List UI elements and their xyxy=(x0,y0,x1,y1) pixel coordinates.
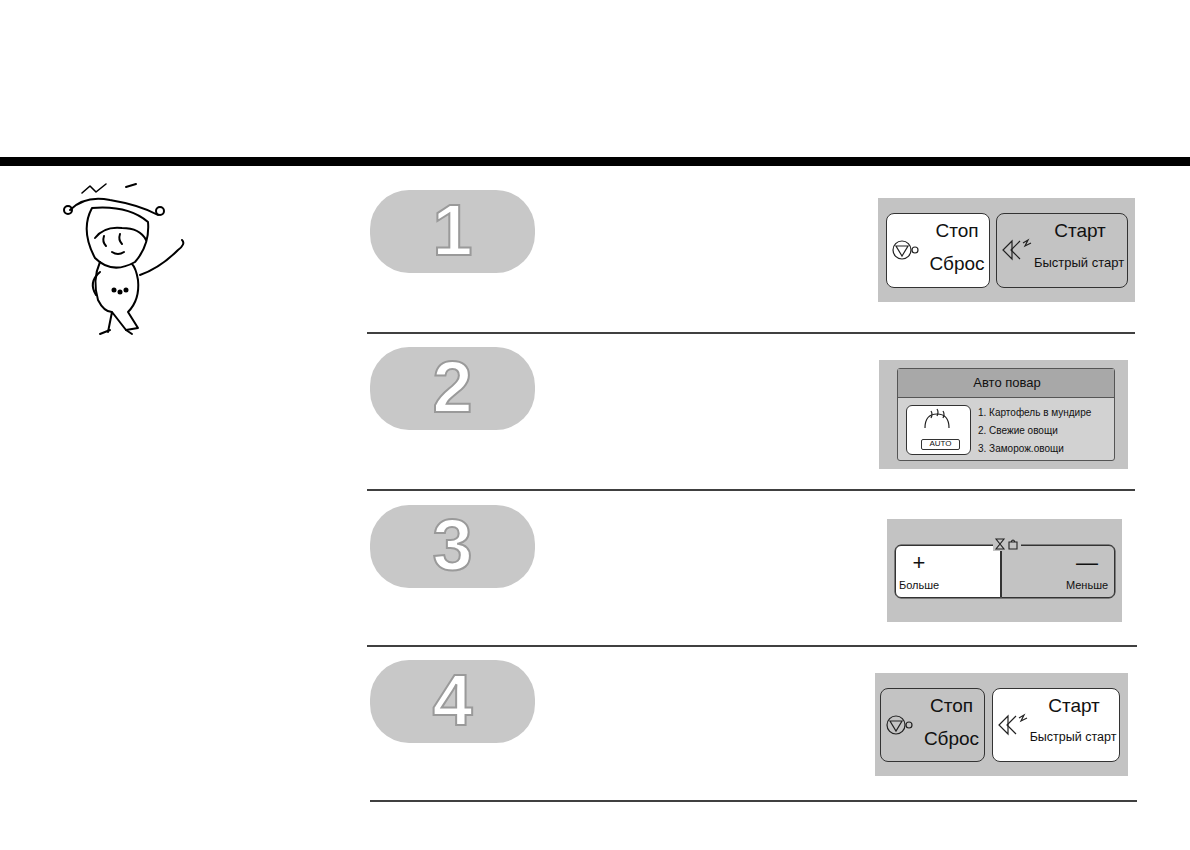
button-label: Быстрый старт xyxy=(1029,731,1117,745)
step-number: 4 xyxy=(370,660,535,743)
adjust-outline xyxy=(895,545,1115,598)
button-label: — xyxy=(1062,551,1112,575)
button-label: 1. Картофель в мундире xyxy=(978,407,1114,418)
start-icon xyxy=(999,240,1031,734)
button-label: Больше xyxy=(896,579,942,591)
button-label: AUTO xyxy=(921,439,960,450)
step-number: 1 xyxy=(370,190,535,273)
panel-button: СтартБыстрый старт xyxy=(992,688,1120,762)
button-label: Сброс xyxy=(923,729,980,750)
button-label: Меньше xyxy=(1062,579,1112,591)
button-label: 2. Свежие овощи xyxy=(978,425,1114,436)
step-digit: 4 xyxy=(370,661,535,740)
button-label: 3. Заморож.овощи xyxy=(978,443,1114,454)
step-number: 3 xyxy=(370,505,535,588)
step-digit: 3 xyxy=(370,506,535,585)
mascot xyxy=(64,184,183,334)
more-button: + Больше xyxy=(895,545,1001,598)
panel-grounds xyxy=(875,198,1135,776)
button-label: Стоп xyxy=(923,696,980,720)
less-button: — Меньше xyxy=(1001,545,1115,598)
button-label: + xyxy=(896,551,942,575)
stop-icon xyxy=(887,241,918,734)
panel-button: СтартБыстрый старт xyxy=(996,213,1128,288)
auto-button: AUTO xyxy=(906,405,971,455)
button-label: Стоп xyxy=(929,221,985,245)
panel-heading: Авто повар xyxy=(898,376,1116,390)
button-label: Старт xyxy=(1035,221,1125,245)
row-rules xyxy=(367,333,1137,801)
button-label: Старт xyxy=(1031,696,1117,720)
button-label: Быстрый старт xyxy=(1033,256,1125,270)
header-bar xyxy=(0,157,1190,166)
auto-cook-panel: Авто повар 1. Картофель в мундире 2. Свежи… xyxy=(897,368,1115,461)
panel-button: СтопСброс xyxy=(886,213,990,288)
step-number: 2 xyxy=(370,347,535,430)
step-digit: 1 xyxy=(370,191,535,270)
panel-button: СтопСброс xyxy=(880,688,985,762)
button-label: Сброс xyxy=(929,254,985,275)
step-digit: 2 xyxy=(370,348,535,427)
